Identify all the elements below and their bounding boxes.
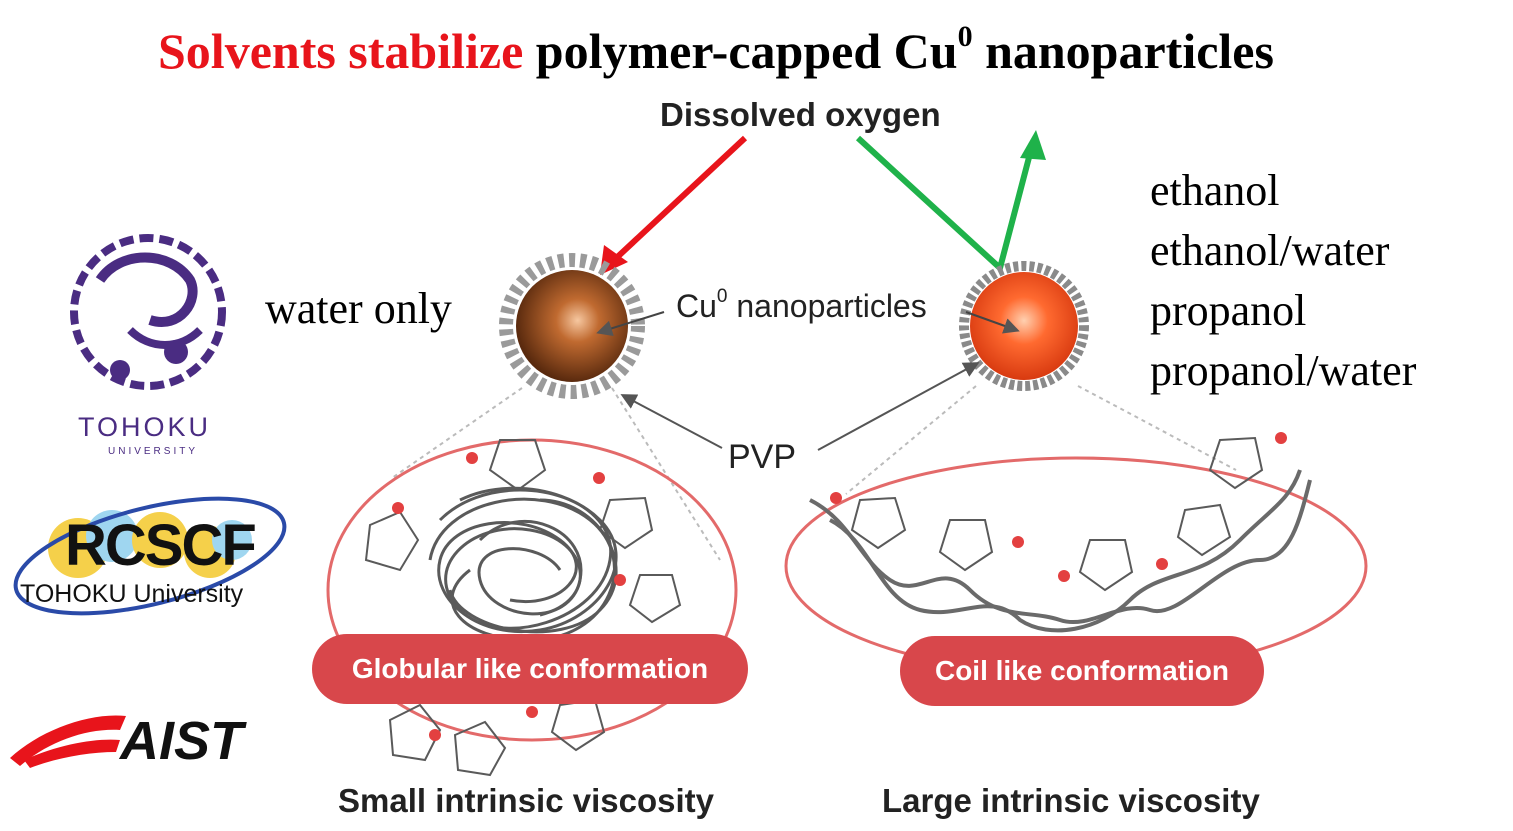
small-viscosity-label: Small intrinsic viscosity: [338, 782, 714, 819]
cu-label-sup: 0: [716, 286, 728, 307]
nanoparticle-solvent: [959, 261, 1089, 391]
page-title: Solvents stabilize polymer-capped Cu0 na…: [158, 20, 1274, 80]
coil-conformation-label: Coil like conformation: [900, 636, 1264, 706]
title-black-part: polymer-capped Cu: [535, 23, 958, 79]
globular-conformation-label: Globular like conformation: [312, 634, 748, 704]
pvp-pointers: [620, 362, 980, 451]
cu-label-prefix: Cu: [676, 288, 717, 324]
cu-label-pointers: [596, 311, 1020, 337]
tohoku-logo-subtext: UNIVERSITY: [108, 446, 199, 457]
oxygen-attack-arrow: [600, 135, 748, 275]
solvent-item: propanol: [1150, 286, 1307, 335]
zoom-lines: [391, 385, 1237, 561]
solvent-item: propanol/water: [1150, 346, 1417, 395]
rcscf-logo-text: RCSCF: [65, 513, 257, 578]
rcscf-logo: [13, 496, 287, 616]
water-only-label: water only: [265, 284, 452, 333]
dissolved-oxygen-label: Dissolved oxygen: [660, 96, 941, 133]
pvp-label: PVP: [728, 438, 797, 476]
aist-logo: [10, 715, 126, 768]
solvent-item: ethanol: [1150, 166, 1280, 215]
title-superscript: 0: [957, 20, 973, 53]
cu-nanoparticles-label: Cu0 nanoparticles: [676, 286, 927, 325]
tohoku-logo: [70, 234, 226, 390]
aist-logo-text: AIST: [120, 711, 244, 771]
globular-conformation: [326, 438, 738, 777]
large-viscosity-label: Large intrinsic viscosity: [882, 782, 1260, 819]
cu-label-suffix: nanoparticles: [736, 288, 927, 324]
rcscf-logo-subtext: TOHOKU University: [20, 580, 244, 608]
title-end-part: nanoparticles: [985, 23, 1274, 79]
nanoparticle-water: [499, 253, 645, 399]
oxygen-deflect-arrow: [855, 130, 1046, 274]
title-red-part: Solvents stabilize: [158, 23, 524, 79]
solvent-item: ethanol/water: [1150, 226, 1390, 275]
tohoku-logo-text: TOHOKU: [78, 412, 212, 442]
